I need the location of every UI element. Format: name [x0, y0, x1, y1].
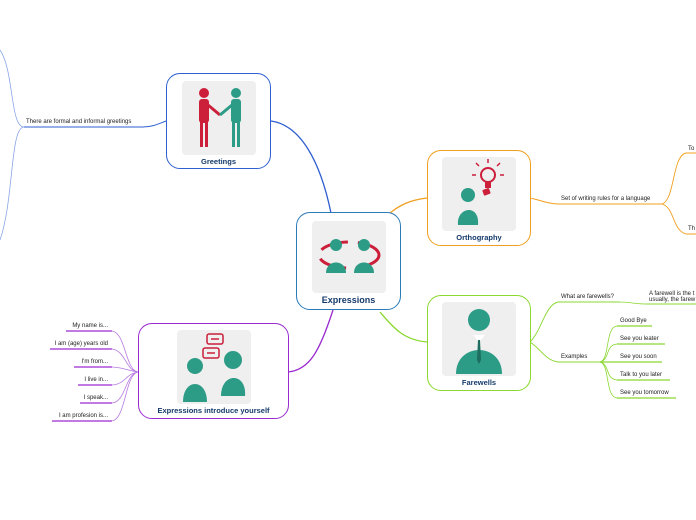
greetings-node[interactable]: Greetings [166, 73, 271, 169]
farewell-example-item[interactable]: See you soon [620, 354, 657, 360]
orthography-branch-bottom[interactable]: Th [688, 226, 696, 232]
businessman-icon [442, 302, 516, 376]
farewell-example-item[interactable]: Good Bye [620, 318, 647, 324]
introduce-phrase[interactable]: I live in... [84, 377, 108, 383]
farewell-example-item[interactable]: See you tomorrow [620, 390, 669, 396]
orthography-branch-top[interactable]: To [688, 146, 695, 152]
orthography-node[interactable]: Orthography [427, 150, 531, 246]
farewells-title: Farewells [461, 378, 497, 387]
farewells-answer-line2[interactable]: usually, the farew [649, 297, 696, 303]
greetings-title: Greetings [200, 157, 236, 166]
farewells-node[interactable]: Farewells [427, 295, 531, 391]
farewells-examples-label[interactable]: Examples [561, 354, 588, 360]
handshake-icon [182, 81, 256, 155]
people-meeting-icon [312, 221, 386, 293]
introduce-phrase[interactable]: I am (age) years old [54, 341, 108, 347]
introduce-yourself-title: Expressions introduce yourself [157, 406, 270, 415]
lightbulb-person-icon [442, 157, 516, 231]
introduce-phrase[interactable]: My name is... [72, 323, 108, 329]
farewell-example-item[interactable]: See you leater [620, 336, 659, 342]
introduce-phrase[interactable]: I'm from... [81, 359, 108, 365]
greetings-note[interactable]: There are formal and informal greetings [26, 119, 132, 125]
orthography-title: Orthography [456, 233, 502, 242]
central-topic-title: Expressions [321, 295, 376, 305]
orthography-definition[interactable]: Set of writing rules for a language [561, 196, 651, 202]
introduce-phrase[interactable]: I speak... [83, 395, 108, 401]
central-topic-node[interactable]: Expressions [296, 212, 401, 310]
chat-people-icon [177, 330, 251, 404]
farewells-answer-line1[interactable]: A farewell is the t [649, 291, 695, 297]
introduce-phrase[interactable]: I am profesion is... [58, 413, 108, 419]
farewells-question[interactable]: What are farewells? [561, 294, 615, 300]
introduce-yourself-node[interactable]: Expressions introduce yourself [138, 323, 289, 419]
farewell-example-item[interactable]: Talk to you later [620, 372, 663, 378]
